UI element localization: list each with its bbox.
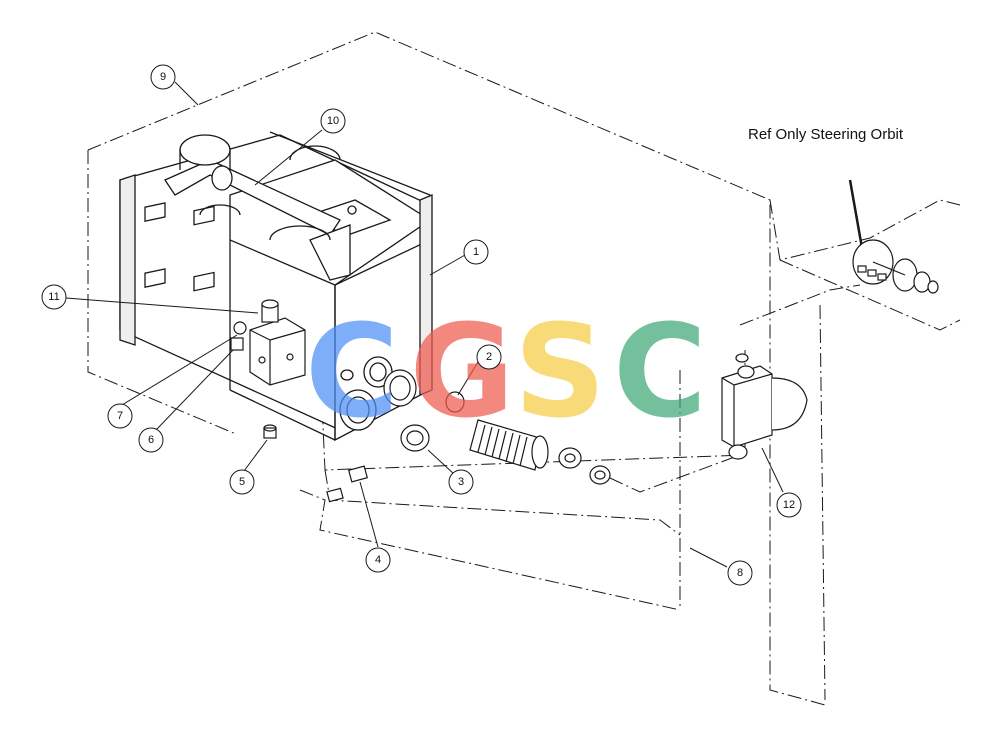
filter-assembly	[383, 369, 611, 485]
callout-7: 7	[107, 403, 133, 429]
svg-text:10: 10	[327, 115, 339, 127]
callout-bubbles: 1 2 3 4 5 6 7 8 9 10 11 12	[41, 64, 802, 586]
callout-9: 9	[150, 64, 176, 90]
svg-text:7: 7	[117, 410, 123, 422]
svg-text:6: 6	[148, 434, 154, 446]
fittings	[326, 465, 369, 503]
callout-11: 11	[41, 284, 67, 310]
reference-label: Ref Only Steering Orbit	[748, 126, 904, 143]
svg-text:4: 4	[375, 554, 381, 566]
watermark-letter-3: S	[514, 298, 606, 447]
watermark-letter-1: C	[305, 298, 399, 447]
phantom-boundary-lines	[87, 31, 961, 706]
callout-1: 1	[463, 239, 489, 265]
steering-orbit	[848, 179, 939, 294]
callout-8: 8	[727, 560, 753, 586]
svg-text:3: 3	[458, 476, 464, 488]
watermark: C G S C	[305, 298, 707, 447]
svg-text:5: 5	[239, 476, 245, 488]
callout-5: 5	[229, 469, 255, 495]
svg-text:8: 8	[737, 567, 743, 579]
svg-text:1: 1	[473, 246, 479, 258]
steering-valve	[721, 353, 808, 460]
svg-text:12: 12	[783, 499, 795, 511]
callout-12: 12	[776, 492, 802, 518]
svg-text:9: 9	[160, 71, 166, 83]
svg-text:2: 2	[486, 351, 492, 363]
watermark-letter-2: G	[409, 298, 514, 447]
callout-10: 10	[320, 108, 346, 134]
callout-6: 6	[138, 427, 164, 453]
callout-3: 3	[448, 469, 474, 495]
callout-4: 4	[365, 547, 391, 573]
valve-block	[230, 299, 306, 439]
watermark-letter-4: C	[613, 298, 707, 447]
leader-lines	[65, 81, 784, 568]
svg-text:11: 11	[48, 291, 59, 303]
callout-2: 2	[476, 344, 502, 370]
